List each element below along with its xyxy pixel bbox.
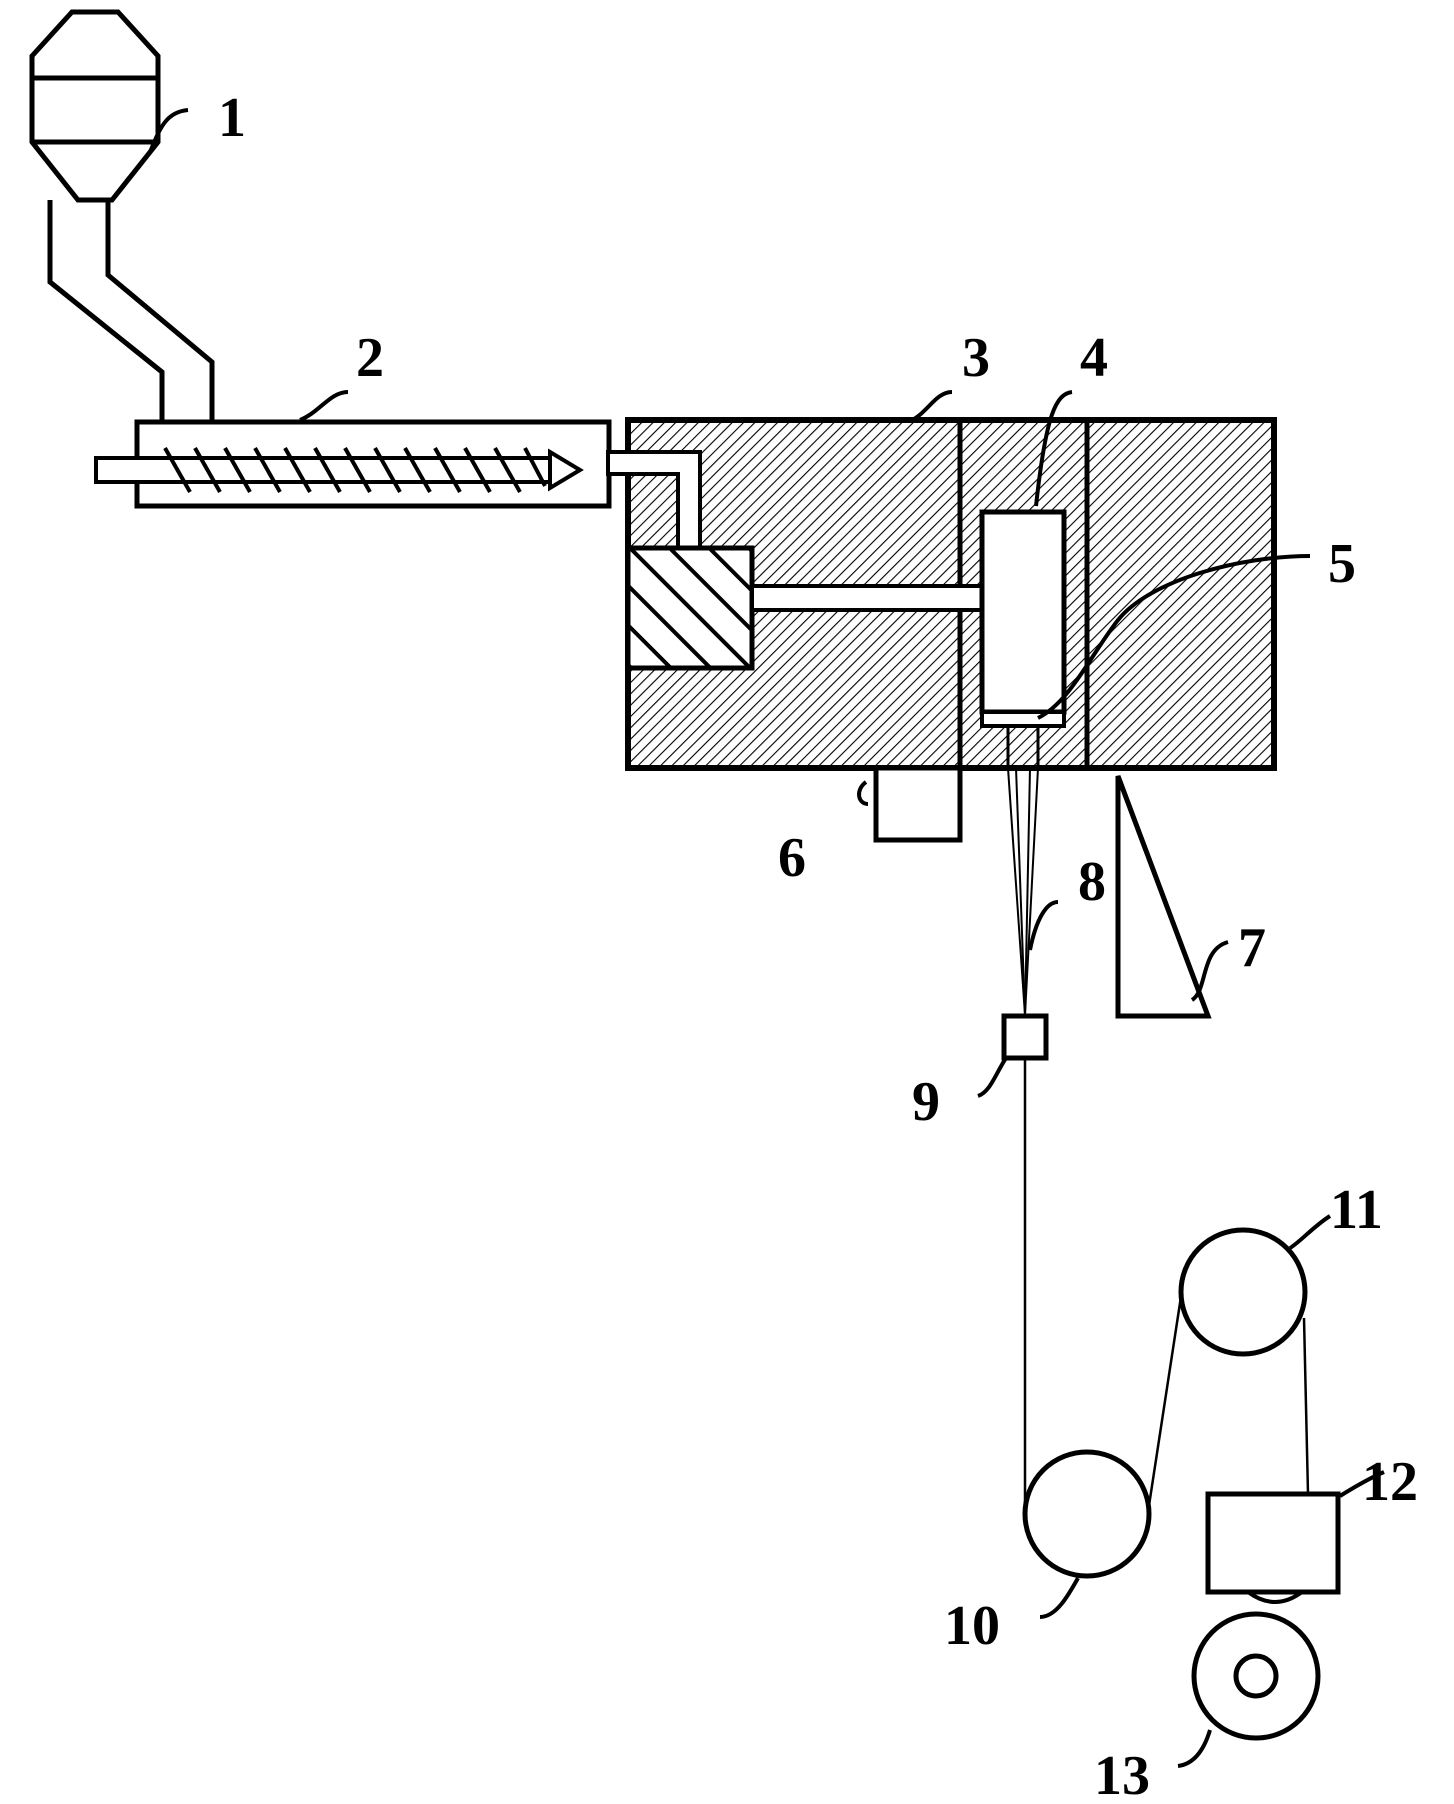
label-13: 13 bbox=[1094, 1745, 1150, 1799]
spinning-block bbox=[606, 417, 1277, 840]
thread-path bbox=[1023, 1058, 1310, 1513]
label-6: 6 bbox=[778, 827, 806, 889]
label-9: 9 bbox=[912, 1071, 940, 1133]
godet-roller bbox=[1022, 1449, 1152, 1579]
quench-air-unit bbox=[1115, 775, 1212, 1019]
hopper bbox=[29, 9, 215, 422]
screw-extruder bbox=[94, 419, 612, 509]
screw-flights bbox=[163, 447, 547, 493]
label-1: 1 bbox=[218, 87, 246, 149]
heater-box bbox=[873, 765, 963, 843]
label-2: 2 bbox=[356, 327, 384, 389]
label-11: 11 bbox=[1330, 1179, 1383, 1241]
oiling-guide bbox=[1001, 1013, 1049, 1061]
spin-pack bbox=[979, 509, 1067, 715]
package-winder bbox=[1191, 1611, 1321, 1741]
label-12: 12 bbox=[1362, 1451, 1418, 1513]
spinneret bbox=[980, 710, 1066, 728]
traverse-unit bbox=[1205, 1491, 1341, 1595]
metering-pump bbox=[625, 545, 755, 671]
label-8: 8 bbox=[1078, 851, 1106, 913]
draw-roller bbox=[1178, 1227, 1308, 1357]
filament-bundle bbox=[1007, 767, 1039, 1016]
leader-lines bbox=[148, 108, 1385, 1768]
label-5: 5 bbox=[1328, 533, 1356, 595]
label-7: 7 bbox=[1238, 917, 1266, 979]
label-4: 4 bbox=[1080, 327, 1108, 389]
label-3: 3 bbox=[962, 327, 990, 389]
label-10: 10 bbox=[944, 1595, 1000, 1657]
